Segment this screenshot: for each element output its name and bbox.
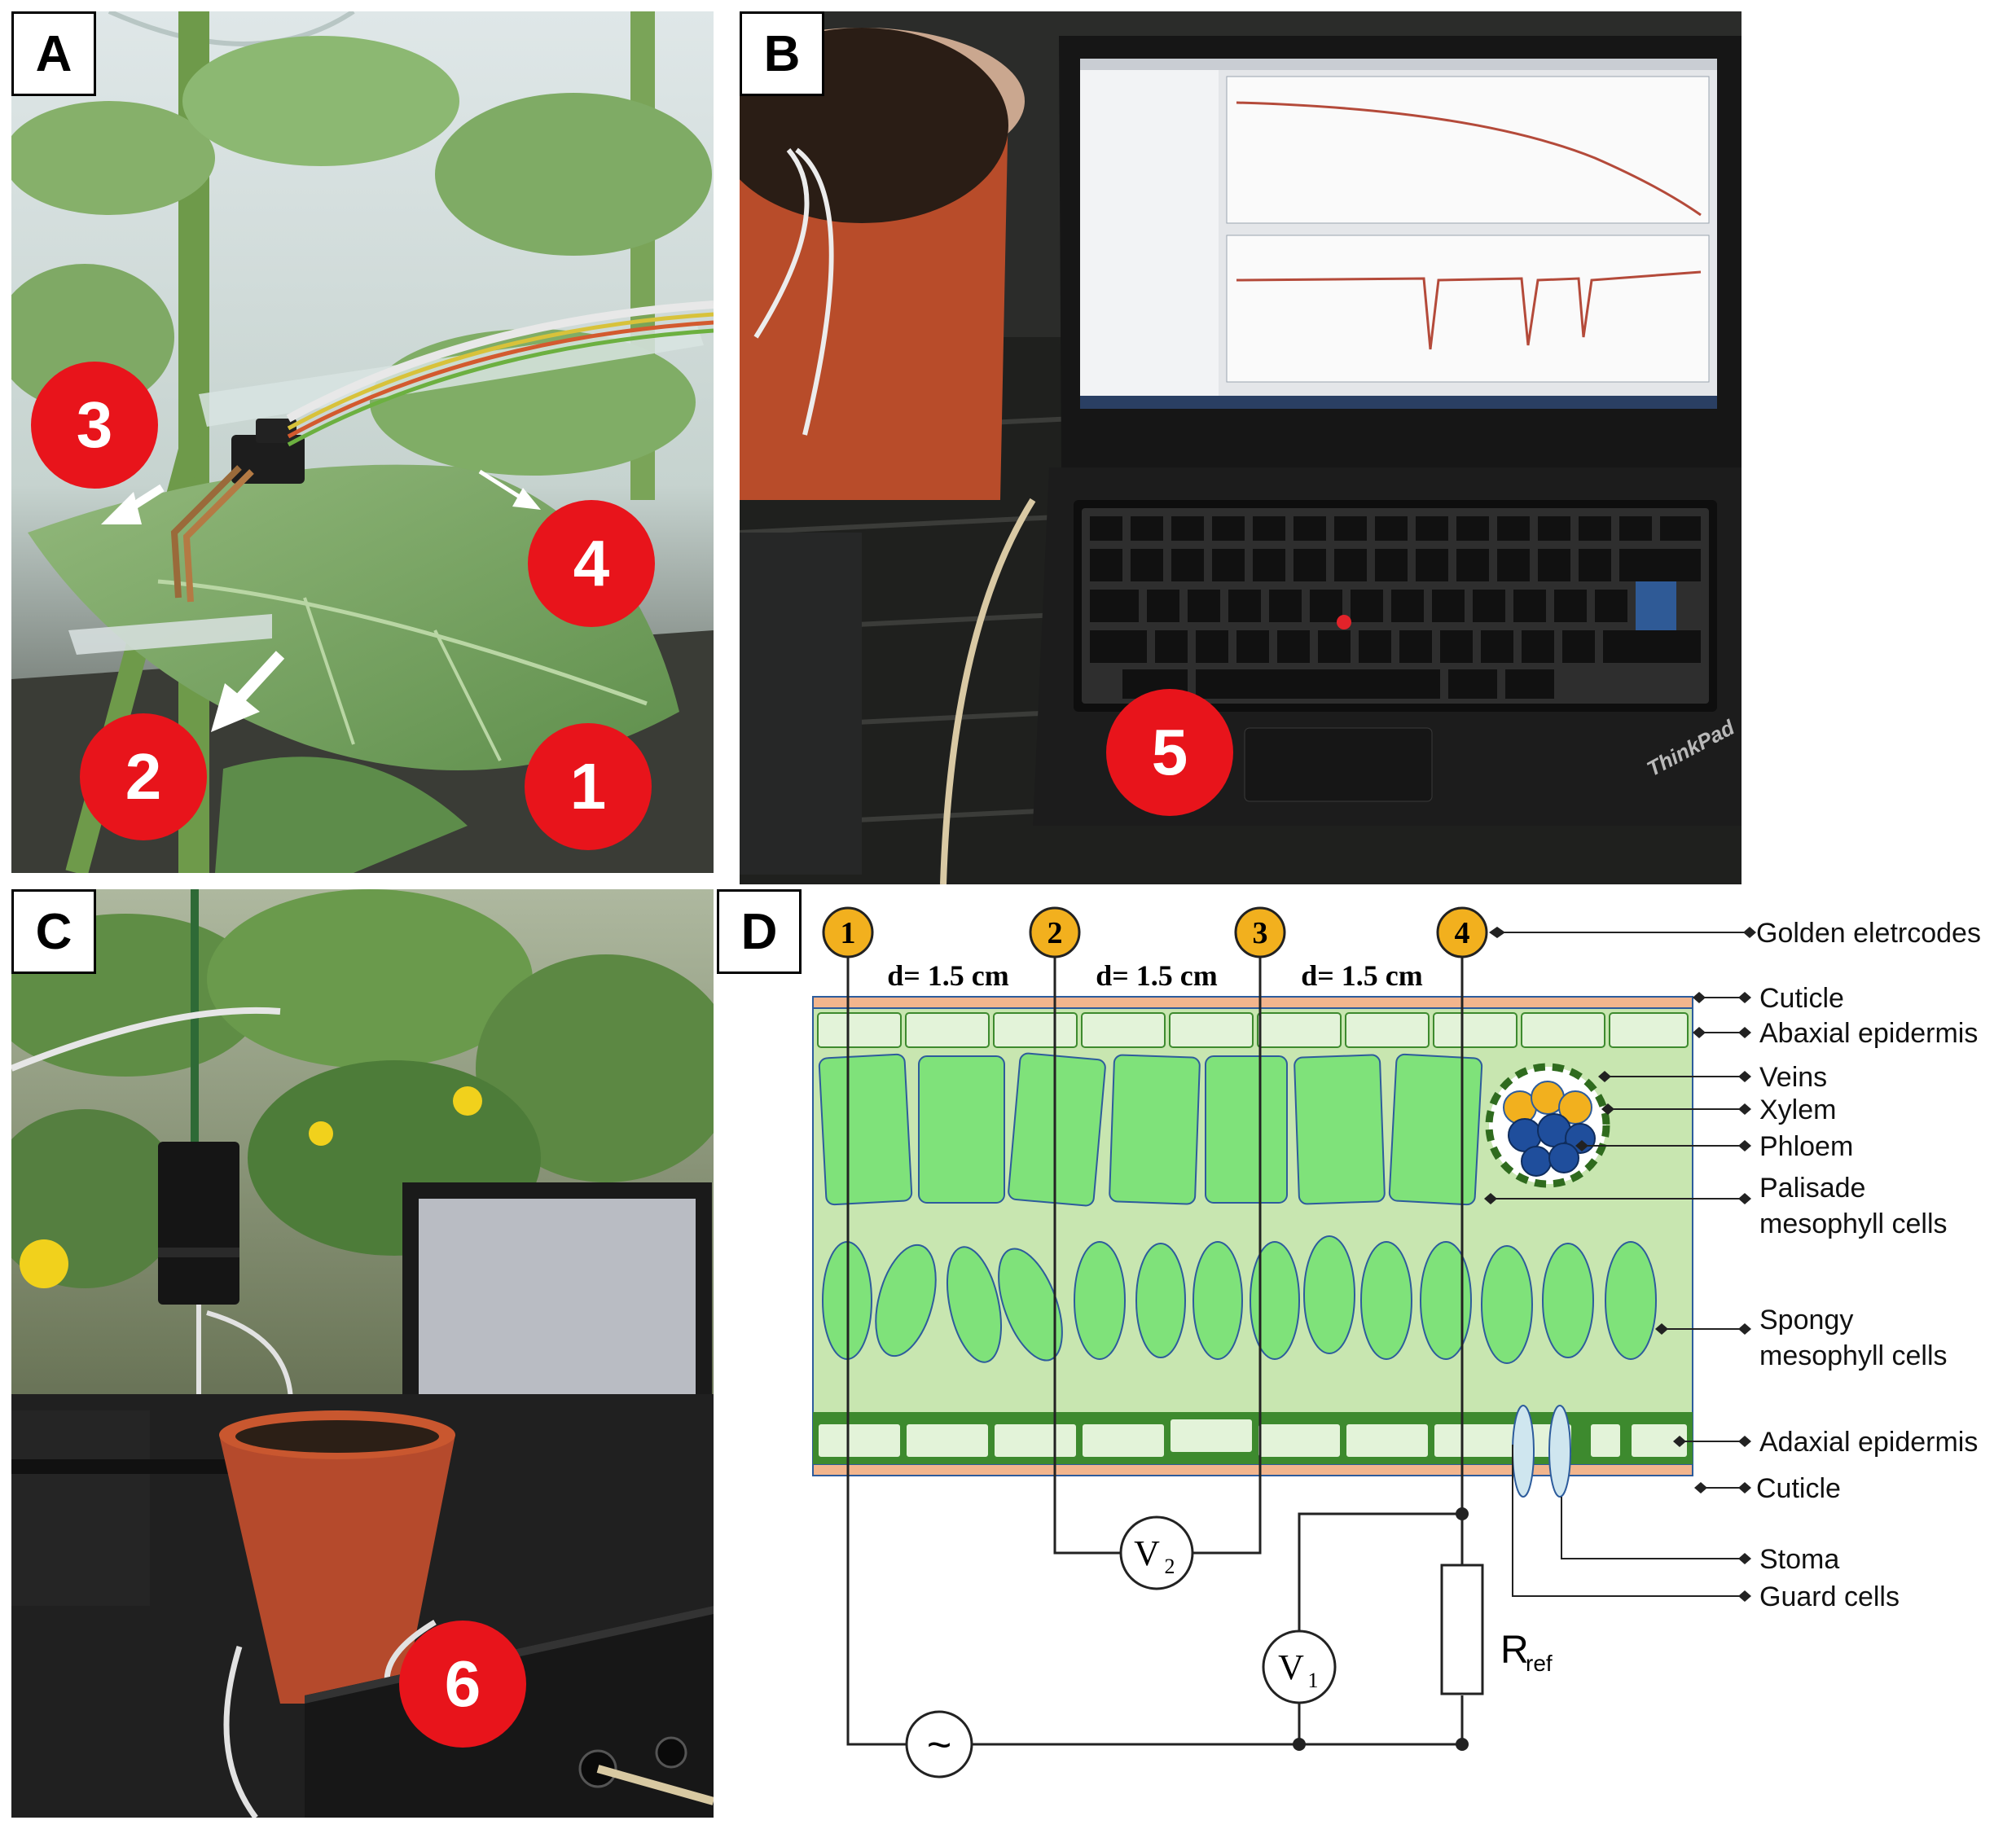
voltmeter-v2: V 2 <box>1119 1515 1194 1590</box>
svg-text:R: R <box>1500 1629 1529 1672</box>
guard-cells <box>1512 1405 1571 1498</box>
circuit-junctions <box>1293 1507 1469 1751</box>
photo-panel-b: ThinkPad B 5 <box>740 11 1741 884</box>
panel-label-b: B <box>740 11 824 96</box>
label-spongy-line1: Spongy <box>1759 1305 1853 1336</box>
distance-label-2: d= 1.5 cm <box>1096 959 1218 992</box>
callout-diamonds <box>1484 927 1756 1602</box>
svg-text:1: 1 <box>841 916 856 950</box>
label-spongy-line2: mesophyll cells <box>1759 1340 1948 1371</box>
electrode-wires <box>846 935 1464 1746</box>
greenhouse-setup-photo <box>11 889 714 1818</box>
svg-text:V: V <box>1278 1647 1304 1687</box>
svg-text:ref: ref <box>1526 1651 1553 1676</box>
svg-text:1: 1 <box>1308 1669 1319 1692</box>
marker-6: 6 <box>399 1621 526 1748</box>
label-guard-cells: Guard cells <box>1759 1581 1900 1612</box>
electrode-4: 4 <box>1436 906 1488 958</box>
label-golden-electrodes: Golden eletrcodes <box>1756 918 1981 949</box>
phloem-cells <box>1508 1113 1596 1177</box>
electrode-3: 3 <box>1234 906 1286 958</box>
label-cuticle-bottom: Cuticle <box>1756 1473 1841 1504</box>
abaxial-epidermis-cells <box>817 1012 1689 1048</box>
panel-label-d: D <box>717 889 802 974</box>
label-phloem: Phloem <box>1759 1131 1853 1162</box>
spongy-cells <box>822 1235 1657 1364</box>
marker-4: 4 <box>528 500 655 627</box>
svg-text:2: 2 <box>1165 1555 1175 1578</box>
svg-text:3: 3 <box>1253 916 1268 950</box>
svg-text:V: V <box>1134 1533 1160 1573</box>
svg-text:4: 4 <box>1455 916 1470 950</box>
label-adaxial-epidermis: Adaxial epidermis <box>1759 1427 1978 1458</box>
label-cuticle-top: Cuticle <box>1759 983 1844 1014</box>
photo-panel-a: A 3 4 2 1 <box>11 11 714 873</box>
label-abaxial-epidermis: Abaxial epidermis <box>1759 1018 1978 1049</box>
leaf-cross-section-diagram: 1 2 3 4 d= 1.5 cm d= 1.5 cm d= 1.5 cm V … <box>717 889 2016 1829</box>
callout-lines <box>1487 932 1750 1597</box>
marker-5: 5 <box>1106 689 1233 816</box>
marker-3: 3 <box>31 362 158 489</box>
svg-text:2: 2 <box>1048 916 1063 950</box>
panel-label-a: A <box>11 11 96 96</box>
electrode-1: 1 <box>822 906 874 958</box>
label-xylem: Xylem <box>1759 1094 1836 1125</box>
electrode-2: 2 <box>1029 906 1081 958</box>
marker-1: 1 <box>525 723 652 850</box>
svg-text:~: ~ <box>927 1722 951 1769</box>
label-stoma: Stoma <box>1759 1544 1839 1575</box>
label-palisade-line2: mesophyll cells <box>1759 1208 1948 1239</box>
laptop-measurement-photo: ThinkPad <box>740 11 1741 884</box>
distance-label-1: d= 1.5 cm <box>887 959 1009 992</box>
label-palisade-line1: Palisade <box>1759 1173 1865 1204</box>
distance-label-3: d= 1.5 cm <box>1301 959 1423 992</box>
label-veins: Veins <box>1759 1062 1827 1093</box>
ac-source: ~ <box>905 1710 973 1779</box>
palisade-cells <box>818 1052 1483 1207</box>
panel-label-c: C <box>11 889 96 974</box>
marker-2: 2 <box>80 713 207 840</box>
voltmeter-v1: V 1 <box>1262 1629 1337 1704</box>
photo-panel-c: C 6 <box>11 889 714 1818</box>
cuticle-top-layer <box>812 996 1693 1009</box>
reference-resistor: R ref <box>1440 1564 1553 1695</box>
